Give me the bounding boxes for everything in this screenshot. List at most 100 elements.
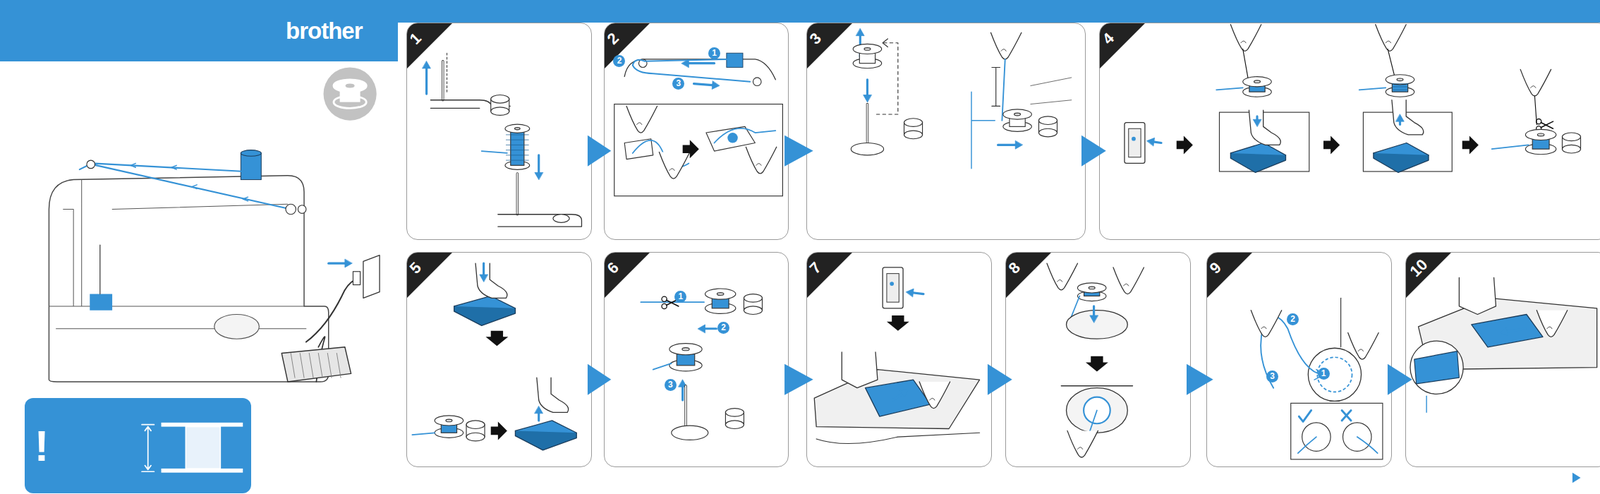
power-switch [882,267,903,309]
needle [99,244,101,294]
hand [1001,48,1006,51]
hand [1067,430,1098,458]
foot-pedal [1230,143,1286,173]
cross-mark [1341,409,1351,420]
machine-top [624,59,776,80]
hand [1067,430,1098,458]
bobbin-hole [514,127,521,130]
power-plug [352,271,360,286]
pedal-ridge [318,352,323,378]
bobbin [669,343,702,372]
flip-path [875,43,899,115]
bobbin-flange [1525,129,1556,140]
bobbin-flange [1243,76,1272,87]
power-switch [1124,122,1145,164]
machine-top [498,214,583,227]
bobbin-flange [1003,109,1033,120]
scissors [1536,119,1542,125]
step-illustration [814,267,980,444]
thread-direction [191,184,197,190]
hand [1046,263,1078,290]
power-switch [889,281,894,286]
bobbin [1003,109,1033,132]
thread-path [1357,436,1378,453]
flip-path [882,38,888,48]
step-illustration [411,263,577,451]
power-switch [882,267,903,309]
bobbin-cover [1471,314,1543,348]
foot [536,377,569,412]
step-arrow-symbol [491,421,508,440]
motion-arrow [328,262,348,265]
spool-pin [867,104,869,146]
step-illustration [850,28,1071,169]
hand [1547,326,1553,329]
winder-stopper [1561,132,1581,154]
bobbin [1525,129,1556,154]
motion-arrow [697,324,717,333]
bobbin-flange [1385,74,1415,85]
hand [637,122,642,125]
hand [626,105,657,133]
winder-stopper [1038,116,1057,125]
spool-thread [505,154,529,156]
bobbin-icon [323,67,377,120]
step-illustration [1046,263,1144,458]
bobbin-hole [682,347,690,351]
bobbin [1317,356,1352,392]
bobbin-flange [852,43,882,54]
winder-stopper [466,432,485,441]
foot-pedal [1373,153,1429,173]
motion-arrow [1147,137,1162,146]
bobbin-hole [716,292,724,296]
scissors [661,296,667,302]
step-corner [1405,252,1452,298]
winder-stopper [1561,132,1581,142]
motion-arrow [422,61,432,94]
machine-body [48,175,329,382]
thread-end [1492,144,1529,149]
winder-stopper [1038,116,1057,137]
motion-arrow [694,83,715,86]
bobbin-hole [1088,286,1095,290]
step-corner [407,23,453,69]
bobbin [1243,76,1272,98]
spool-pin [866,104,869,146]
winder-stopper [1561,144,1581,154]
winder-stopper [491,95,510,116]
bobbin [1307,347,1361,401]
note-mark: ! [34,420,50,471]
motion-arrow [866,79,869,98]
machine-body [48,179,307,329]
bobbin-icon [333,79,367,92]
pedal-ridge [308,352,314,378]
step-illustration [1250,297,1383,460]
winder [553,214,570,223]
motion-arrow [1499,327,1508,336]
thread-holder [214,314,260,340]
step-corner [1099,23,1145,69]
motion-arrow [422,61,432,69]
hand [1261,326,1267,329]
guide-line [1030,77,1072,105]
check-mark [1298,409,1311,422]
hand [1520,69,1551,96]
foot-pedal [1230,153,1286,173]
illustration [48,24,1597,483]
thread-end [411,432,435,435]
winder-stopper [725,408,744,429]
motion-arrow [711,81,720,90]
thread-spool [240,153,262,180]
brand-logo: brother [285,17,363,45]
machine-edge [1340,297,1342,347]
motion-arrow [1396,114,1405,122]
bobbin-flange [704,288,736,300]
thread-end [1216,87,1244,90]
thread-guide [86,160,96,169]
spool-thread [1391,86,1409,87]
power-switch [886,273,899,303]
bobbin-winder [285,203,296,214]
hand [745,146,777,174]
guide-line [971,91,995,168]
